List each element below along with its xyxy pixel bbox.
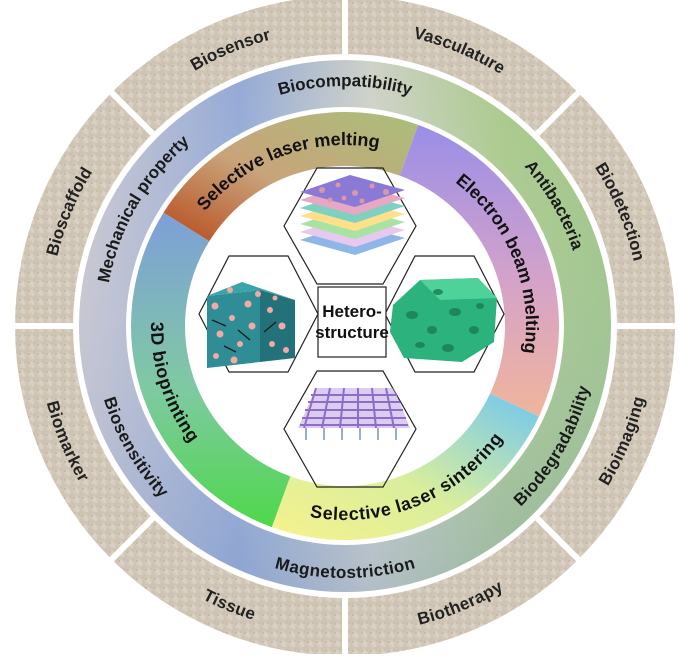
porous-foam-icon (390, 278, 497, 362)
technique-sector (163, 112, 419, 242)
hexagon-bottom (283, 370, 417, 488)
outer-ring-divider (105, 516, 155, 566)
center-box (317, 286, 387, 358)
technique-sector (399, 124, 559, 417)
center-label-line1: Hetero- (322, 302, 382, 321)
outer-ring-divider (535, 86, 585, 136)
technique-sector (271, 393, 539, 540)
hexagon-tiles (198, 167, 505, 488)
hexagon-left (198, 255, 319, 373)
outer-ring-divider (105, 86, 155, 136)
outer-ring-dividers (9, 0, 681, 659)
center-label-line2: structure (315, 323, 389, 342)
hexagon-top (283, 167, 417, 285)
layered-structure-icon (300, 175, 405, 255)
particle-cube-icon (207, 282, 295, 368)
technique-sector (131, 212, 291, 528)
technique-ring (131, 112, 559, 540)
mesh-lattice-icon (298, 387, 410, 440)
outer-ring-divider (535, 516, 585, 566)
